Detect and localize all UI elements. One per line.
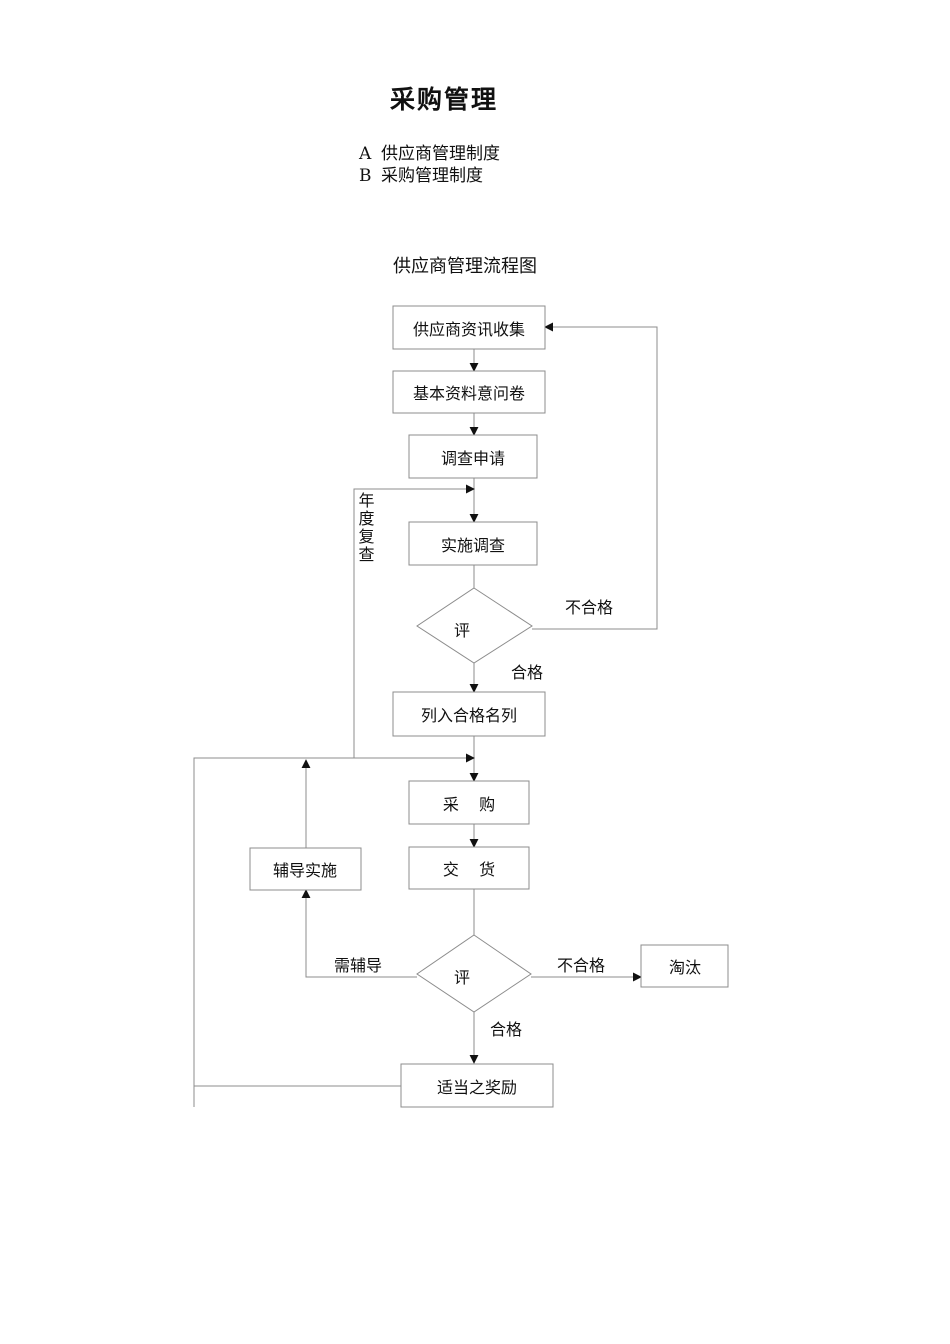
page-title: 采购管理 — [390, 85, 499, 114]
toc-letter: B — [359, 166, 372, 186]
node-eval1: 评 — [416, 587, 533, 664]
edge-reward-return — [193, 753, 475, 1087]
node-purchase: 采 购 — [408, 780, 530, 825]
table-of-contents: A 供应商管理制度 B 采购管理制度 — [359, 143, 500, 187]
node-label: 淘汰 — [669, 958, 701, 977]
node-label: 评 — [454, 621, 470, 640]
node-survey: 实施调查 — [408, 521, 538, 566]
flowchart-title: 供应商管理流程图 — [393, 256, 537, 277]
node-label: 实施调查 — [441, 536, 505, 555]
node-questionnaire: 基本资料意问卷 — [392, 370, 546, 414]
node-eliminate: 淘汰 — [640, 944, 729, 988]
edge-label-fail2: 不合格 — [557, 956, 605, 975]
node-label: 列入合格名列 — [421, 706, 517, 725]
toc-item: A 供应商管理制度 — [359, 143, 500, 165]
node-label: 交 货 — [443, 860, 495, 879]
edge-label-pass2: 合格 — [490, 1020, 522, 1039]
edge-label-fail1: 不合格 — [565, 598, 613, 617]
edge-eval1-fail-loop — [532, 322, 658, 630]
toc-letter: A — [359, 144, 372, 164]
toc-text: 供应商管理制度 — [381, 144, 500, 164]
node-label: 辅导实施 — [273, 861, 337, 880]
node-coaching: 辅导实施 — [249, 847, 362, 891]
node-apply: 调查申请 — [408, 434, 538, 479]
node-label: 调查申请 — [441, 449, 505, 468]
edge-need-coaching — [301, 889, 417, 978]
edge-label-annual-review: 年度复查 — [356, 492, 375, 564]
node-label: 供应商资讯收集 — [413, 320, 525, 339]
node-label: 基本资料意问卷 — [413, 384, 525, 403]
node-delivery: 交 货 — [408, 846, 530, 890]
node-label: 评 — [454, 968, 470, 987]
toc-text: 采购管理制度 — [381, 166, 483, 186]
node-reward: 适当之奖励 — [400, 1063, 554, 1108]
toc-item: B 采购管理制度 — [359, 165, 500, 187]
node-label: 采 购 — [443, 795, 495, 814]
edge-label-need-coaching: 需辅导 — [334, 956, 382, 975]
node-collect: 供应商资讯收集 — [392, 305, 546, 350]
node-eval2: 评 — [416, 934, 532, 1013]
node-qualified-list: 列入合格名列 — [392, 691, 546, 737]
edge-label-pass1: 合格 — [511, 663, 543, 682]
node-label: 适当之奖励 — [437, 1078, 517, 1097]
